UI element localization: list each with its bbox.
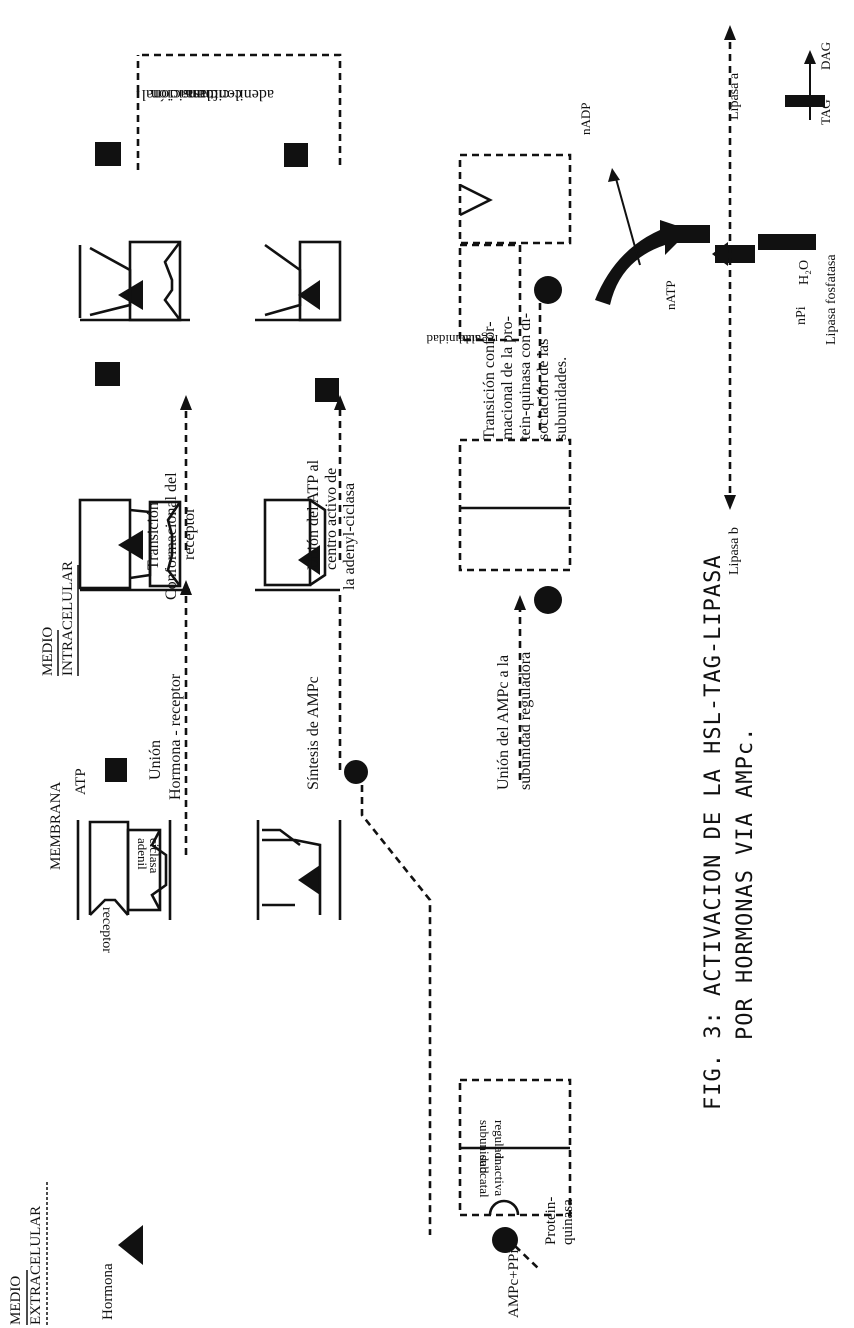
ampc-circle-icon	[534, 586, 562, 614]
transicion-pk-label-5: subunidades.	[553, 357, 570, 440]
union-hormona-receptor-label: Hormona - receptor	[167, 673, 184, 800]
axis-labels: MEDIO EXTRACELULAR MEMBRANA MEDIO INTRAC…	[8, 561, 78, 1325]
atp-square-icon	[95, 142, 121, 166]
proteinquinasa-label-2: quinasa	[560, 1199, 576, 1245]
tag-label: TAG	[818, 99, 833, 125]
ampc-circle-icon	[492, 1227, 518, 1253]
lipasa-a-label: Lipasa a	[727, 72, 742, 120]
dag-label: DAG	[818, 42, 833, 70]
row1-col2: Transición Conformacional del receptor	[80, 362, 198, 600]
caption-line1: FIG. 3: ACTIVACION DE LA HSL-TAG-LIPASA	[701, 554, 726, 1110]
lipasa-fosfatasa-label: Lipasa fosfatasa	[824, 254, 839, 345]
conformacional-label: Conformacional del	[163, 472, 180, 600]
medio-extracelular-label: MEDIO	[8, 1276, 24, 1325]
regulad-r-label: regulad.	[456, 332, 498, 347]
row1-col1: Hormona receptor adenil ciclasa ATP Unió…	[73, 580, 192, 1320]
ciclasa-label: ciclasa	[147, 838, 162, 874]
npi-label: nPi	[794, 306, 809, 325]
union-atp-label-2: centro activo de	[323, 468, 340, 570]
transicion-pk-label-2: macional de la pro-	[499, 316, 516, 440]
intracelular-label: INTRACELULAR	[60, 561, 76, 676]
membrana-label: MEMBRANA	[48, 781, 64, 870]
transicion-label: Transición	[145, 502, 162, 570]
union-ampc-label-2: subunidad reguladora	[517, 652, 534, 790]
adenil-ciclasa-top-label: adenil-ciclasa	[186, 86, 274, 103]
union-atp-label-3: la adenyl-ciclasa	[341, 483, 358, 590]
atp-square-icon	[284, 143, 308, 167]
inactiva-label: inactiva	[492, 1155, 507, 1196]
proteinquinasa-label-1: Protein-	[543, 1197, 559, 1245]
transicion-pk-label-4: sociación de las	[535, 339, 552, 440]
medio-intracelular-label: MEDIO	[40, 627, 56, 676]
hormona-label: Hormona	[100, 1263, 116, 1320]
lipase-reaction: nATP nADP Lipasa b Lipasa a nPi H₂O Lipa…	[578, 25, 839, 575]
subcatal-label: subcatal	[477, 1155, 492, 1198]
nadp-label: nADP	[578, 102, 593, 135]
atp-square-icon	[315, 378, 339, 402]
receptor-label: receptor	[99, 907, 114, 953]
row2: Síntesis de AMPc Unión del ATP al centro…	[140, 55, 430, 1235]
ampc-circle-icon	[344, 760, 368, 784]
ampc-ppi-label: AMPc+PPi	[506, 1250, 522, 1318]
lipasa-b-label: Lipasa b	[727, 527, 742, 575]
atp-label: ATP	[73, 768, 89, 795]
hormone-triangle-icon	[298, 865, 320, 895]
atp-square-icon	[105, 758, 127, 782]
union-label: Unión	[147, 740, 164, 780]
natp-label: nATP	[663, 280, 678, 310]
row3: subunidad regulad. subcatal inactiva Pro…	[426, 155, 576, 1318]
caption-line2: POR HORMONAS VIA AMPc.	[733, 727, 758, 1040]
ampc-circle-icon	[534, 276, 562, 304]
receptor-line-label: receptor	[181, 507, 198, 560]
atp-square-icon	[95, 362, 120, 386]
extracelular-label: EXTRACELULAR	[28, 1206, 44, 1325]
union-atp-label-1: Unión del ATP al	[305, 459, 322, 570]
figure-caption: FIG. 3: ACTIVACION DE LA HSL-TAG-LIPASA …	[701, 554, 758, 1110]
hormone-triangle-icon	[118, 1225, 143, 1265]
h2o-label: H₂O	[797, 260, 812, 285]
union-ampc-label-1: Unión del AMPc a la	[495, 655, 512, 790]
sintesis-label: Síntesis de AMPc	[305, 676, 322, 790]
